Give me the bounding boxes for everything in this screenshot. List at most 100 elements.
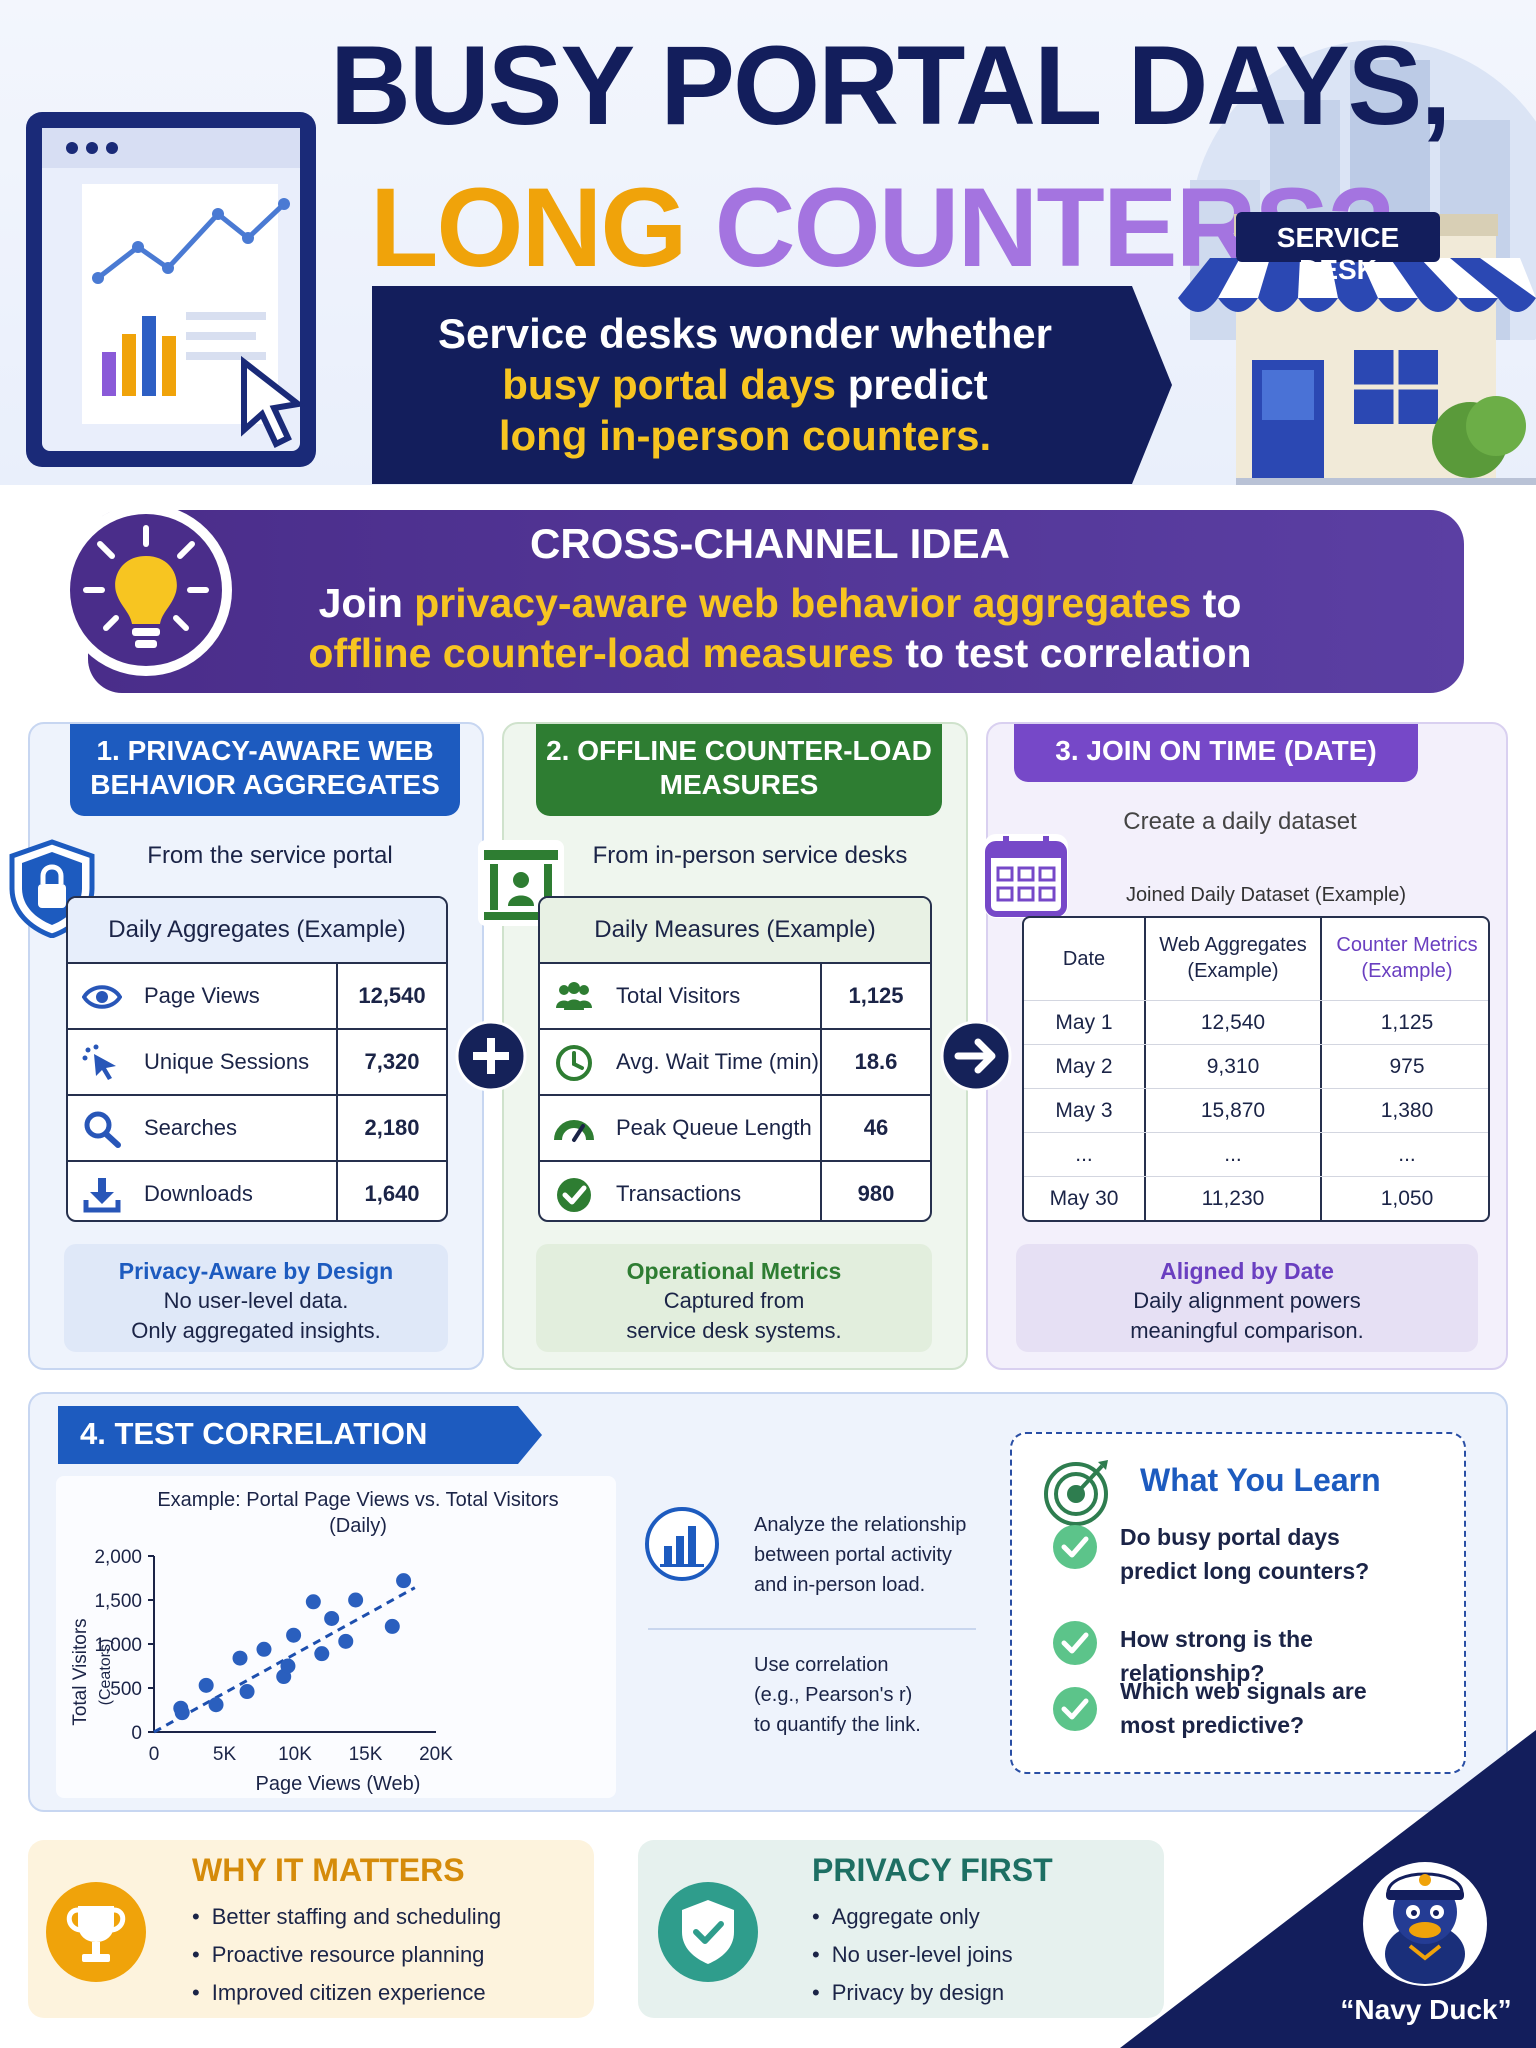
eye-icon [82,985,122,1009]
idea-to: to [1191,580,1242,626]
chart-trendline [153,1586,416,1734]
table-cell-web: 15,870 [1200,1099,1266,1122]
table-divider [1320,918,1322,1220]
aligned-by-date-note: Aligned by Date Daily alignment powers m… [1016,1244,1478,1352]
metric-value: 46 [820,1096,930,1160]
x-tick-label: 5K [213,1744,237,1765]
shield-check-icon [658,1882,758,1982]
daily-measures-card: Daily Measures (Example) Total Visitors … [538,896,932,1222]
chart-xlabel: Page Views (Web) [256,1773,421,1795]
step2-tab-line2: MEASURES [659,769,819,800]
gauge-icon [554,1120,594,1142]
hero-banner-predict: predict [836,361,988,408]
list-item: Proactive resource planning [192,1936,501,1974]
step1-tab-line2: BEHAVIOR AGGREGATES [90,769,440,800]
table-row: May 3 15,870 1,380 [1024,1088,1488,1132]
x-tick-label: 20K [419,1744,453,1765]
table-header-counter-line2: (Example) [1361,960,1453,982]
idea-text: Join privacy-aware web behavior aggregat… [260,578,1300,678]
note-line: No user-level data. [163,1288,349,1313]
scatter-chart: Example: Portal Page Views vs. Total Vis… [70,1489,559,1795]
table-cell-date: ... [1075,1143,1093,1166]
scatter-point [256,1641,272,1657]
why-it-matters-list: Better staffing and scheduling Proactive… [192,1898,501,2012]
note-title: Aligned by Date [1160,1258,1334,1284]
metric-value: 2,180 [336,1096,446,1160]
table-cell-date: May 30 [1049,1187,1119,1210]
hero-banner-line2: busy portal days predict [425,359,1065,410]
table-header-web-line1: Web Aggregates [1159,934,1307,956]
metric-row: Avg. Wait Time (min) 18.6 [540,1028,930,1094]
arrow-right-icon [940,1020,1012,1092]
table-header-date: Date [1062,948,1106,970]
table-cell-counter: ... [1398,1143,1416,1166]
service-desk-sign-text: SERVICE DESK [1276,222,1400,285]
metric-row: Downloads 1,640 [68,1160,446,1220]
cross-channel-idea-banner [88,510,1464,693]
learn-line: most predictive? [1120,1712,1305,1738]
metric-row: Page Views 12,540 [68,962,446,1028]
note-title: Privacy-Aware by Design [118,1258,394,1284]
step2-tab-line1: 2. OFFLINE COUNTER-LOAD [546,735,932,766]
metric-value: 1,125 [820,964,930,1028]
hero-banner-shape [372,286,1172,484]
table-divider [1144,918,1146,1220]
privacy-aware-note: Privacy-Aware by Design No user-level da… [64,1244,448,1352]
table-row: May 2 9,310 975 [1024,1044,1488,1088]
metric-value: 12,540 [336,964,446,1028]
metric-value: 18.6 [820,1030,930,1094]
table-row: ... ... ... [1024,1132,1488,1176]
table-header-web: Web Aggregates (Example) [1146,918,1320,1000]
privacy-first-list: Aggregate only No user-level joins Priva… [812,1898,1013,2012]
step1-subtitle: From the service portal [147,842,393,869]
note-line: service desk systems. [626,1318,842,1343]
table-cell-web: 11,230 [1201,1187,1265,1210]
target-icon [1044,1460,1108,1526]
metric-value: 980 [820,1162,930,1220]
table-cell-counter: 975 [1389,1055,1425,1078]
table-header-counter: Counter Metrics (Example) [1322,918,1488,1000]
metric-label: Unique Sessions [144,1049,310,1074]
step2-subtitle: From in-person service desks [592,842,908,869]
table-cell-web: 9,310 [1206,1055,1260,1078]
hero-banner-line1: Service desks wonder whether [438,310,1052,357]
clock-icon [556,1045,592,1081]
metric-row: Searches 2,180 [68,1094,446,1160]
metric-value: 1,640 [336,1162,446,1220]
monitor-chart-illustration [26,112,316,467]
calendar-icon [984,834,1068,918]
scatter-point [384,1618,400,1634]
list-item: Improved citizen experience [192,1974,501,2012]
metric-label: Searches [144,1115,237,1140]
metric-row: Peak Queue Length 46 [540,1094,930,1160]
metric-value: 7,320 [336,1030,446,1094]
search-icon [84,1111,121,1148]
table-cell-web: 12,540 [1200,1011,1266,1034]
learn-item: Which web signals are most predictive? [1052,1674,1452,1746]
step1-tab: 1. PRIVACY-AWARE WEB BEHAVIOR AGGREGATES [70,724,460,816]
check-circle-icon [1053,1525,1097,1569]
step3-tab: 3. JOIN ON TIME (DATE) [1014,724,1418,782]
step1-tab-line1: 1. PRIVACY-AWARE WEB [96,735,434,766]
check-circle-icon [1053,1621,1097,1665]
scatter-point [232,1650,248,1666]
bar-chart-icon [645,1507,719,1581]
idea-highlight-web: privacy-aware web behavior aggregates [414,580,1192,626]
use-line: to quantify the link. [754,1714,921,1736]
operational-metrics-note: Operational Metrics Captured from servic… [536,1244,932,1352]
list-item: Better staffing and scheduling [192,1898,501,1936]
scatter-point [198,1677,214,1693]
metric-label: Peak Queue Length [616,1115,812,1140]
scatter-point [348,1592,364,1608]
scatter-point [324,1610,340,1626]
list-item: Privacy by design [812,1974,1013,2012]
note-line: Daily alignment powers [1133,1288,1361,1313]
plus-icon [455,1020,527,1092]
hero-title-long: LONG [370,165,688,290]
learn-item-text: Do busy portal days predict long counter… [1120,1520,1450,1588]
check-circle-icon [1053,1687,1097,1731]
chart-ylabel-sub: (Ceators) [97,1639,114,1706]
lightbulb-icon [60,504,232,676]
hero-highlight-busy: busy portal days [502,361,837,408]
